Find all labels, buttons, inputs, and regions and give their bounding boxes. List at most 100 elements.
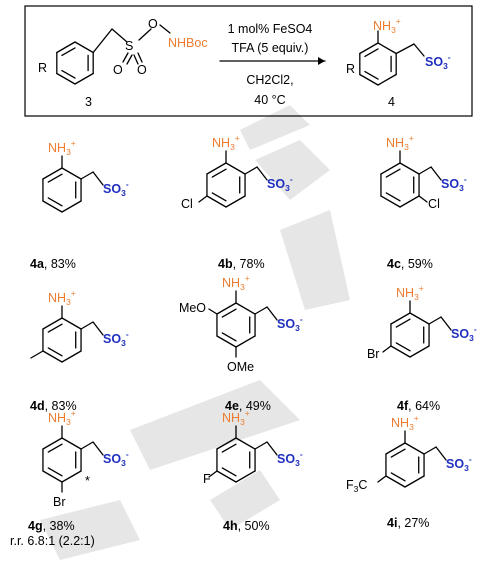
bond: [428, 316, 442, 325]
bond: [266, 441, 278, 456]
bond: [137, 52, 143, 63]
ring-bond: [42, 470, 63, 483]
substituent-label: MeO: [179, 301, 206, 315]
ammonium-label: NH3+: [222, 408, 250, 427]
compound-caption: 4h, 50%: [223, 519, 270, 533]
ammonium-label: NH3+: [222, 273, 250, 292]
bond: [92, 321, 104, 336]
ring-bond: [61, 200, 82, 213]
compound-caption: 4g, 38%: [28, 519, 75, 533]
sulfonate-label: SO3-: [451, 324, 477, 343]
bond: [418, 195, 428, 203]
substituent-label: Cl: [428, 197, 440, 211]
bond: [80, 171, 94, 180]
ring-bond: [385, 442, 406, 455]
benzene-ring: [216, 302, 256, 348]
ring-bond: [61, 317, 82, 330]
r-group-label: R: [38, 61, 47, 75]
bond: [122, 52, 129, 63]
ring-double-bond: [395, 318, 411, 328]
ring-bond: [390, 312, 411, 325]
ring-bond: [225, 162, 246, 175]
ring-bond: [404, 475, 425, 488]
ring-bond: [404, 442, 425, 455]
ammonium-label: NH3+: [396, 283, 424, 302]
condition-text: CH2Cl2,: [246, 73, 293, 87]
ring-bond: [409, 345, 430, 358]
ring-bond: [235, 302, 256, 315]
ring-double-bond: [364, 70, 379, 80]
compound-number: 4: [388, 95, 395, 109]
benzene-ring: [216, 437, 256, 483]
ring-bond: [380, 195, 401, 208]
bond: [266, 306, 278, 321]
ring-bond: [377, 42, 397, 55]
substituent-methyl-bond: [30, 350, 44, 359]
ring-bond: [42, 167, 63, 180]
ring-bond: [42, 200, 63, 213]
oxygen-label: O: [137, 63, 147, 77]
ring-double-bond: [390, 448, 406, 458]
bond: [244, 166, 258, 175]
bond: [92, 28, 113, 54]
bond: [198, 195, 208, 203]
sulfonate-label: SO3-: [446, 454, 472, 473]
benzene-ring: [42, 317, 82, 363]
ring-double-bond: [61, 69, 76, 79]
ring-bond: [61, 350, 82, 363]
ring-bond: [42, 437, 63, 450]
ring-double-bond: [385, 192, 401, 202]
ring-bond: [359, 73, 379, 86]
ring-double-bond: [47, 173, 63, 183]
ring-bond: [74, 41, 94, 54]
sulfonate-label: SO3-: [267, 174, 293, 193]
ring-double-bond: [47, 197, 63, 207]
bond: [92, 441, 104, 456]
ring-bond: [216, 437, 237, 450]
sulfur-label: S: [125, 39, 133, 53]
bond: [395, 43, 415, 55]
arrow-head: [318, 57, 325, 65]
bond: [256, 166, 268, 181]
ring-double-bond: [47, 323, 63, 333]
bond: [80, 441, 94, 450]
bond: [413, 43, 425, 57]
bond: [423, 446, 437, 455]
substituent-label: Cl: [181, 197, 193, 211]
substituent-label: Br: [367, 347, 380, 361]
substituent-label: F: [203, 472, 211, 486]
ring-double-bond: [47, 467, 63, 477]
bond: [435, 446, 447, 461]
compound-caption: 4d, 83%: [30, 399, 77, 413]
benzene-ring: [390, 312, 430, 358]
ring-double-bond: [221, 467, 237, 477]
ring-bond: [399, 162, 420, 175]
compound-number: 3: [85, 95, 92, 109]
substituent-label: OMe: [227, 360, 254, 374]
product-4h: NH3+SO3-F4h, 50%: [203, 408, 303, 533]
substituent-label: Br: [53, 495, 66, 509]
bond: [133, 54, 139, 65]
bond: [80, 321, 94, 330]
compound-caption: 4b, 78%: [218, 257, 265, 271]
ring-bond: [56, 72, 76, 85]
ammonium-label: NH3+: [48, 138, 76, 157]
bond: [126, 54, 133, 65]
oxygen-label: O: [113, 63, 123, 77]
ring-bond: [56, 41, 76, 54]
benzene-ring: [56, 41, 94, 85]
substituent-label: F3C: [346, 478, 367, 494]
condition-text: 40 °C: [254, 93, 285, 107]
ring-bond: [390, 345, 411, 358]
sulfonate-label: SO3-: [441, 174, 467, 193]
bond: [254, 306, 268, 315]
bond: [208, 470, 218, 478]
ring-bond: [74, 72, 94, 85]
ring-double-bond: [390, 472, 406, 482]
ring-bond: [235, 335, 256, 348]
ammonium-label: NH3+: [391, 413, 419, 432]
